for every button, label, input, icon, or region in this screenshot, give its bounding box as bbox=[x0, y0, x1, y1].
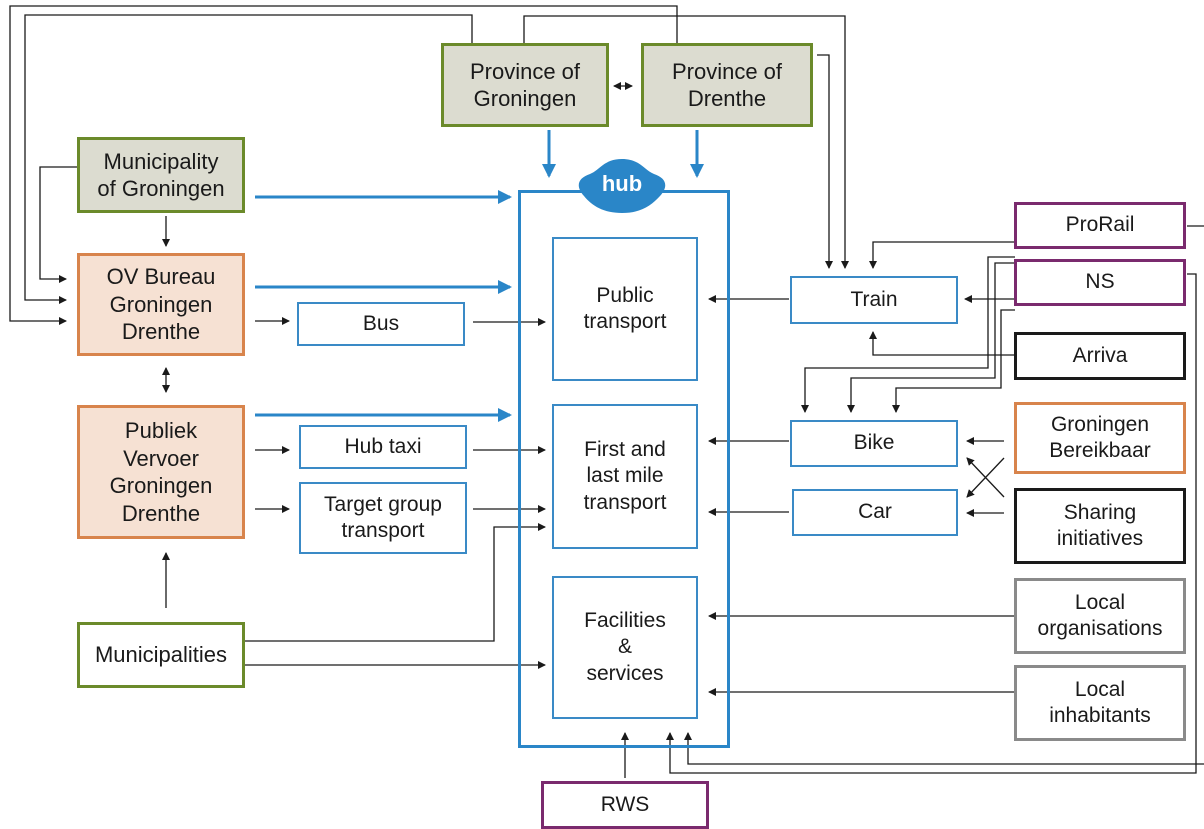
node-first-last-mile: First and last mile transport bbox=[552, 404, 698, 549]
edge-prov-drenthe-train bbox=[817, 54, 833, 269]
node-local-organisations: Local organisations bbox=[1014, 578, 1186, 654]
node-groningen-bereikbaar: Groningen Bereikbaar bbox=[1014, 402, 1186, 474]
edge-munigron-ovbureau-side bbox=[39, 166, 77, 283]
node-target-group-transport: Target group transport bbox=[299, 482, 467, 554]
node-rws: RWS bbox=[541, 781, 709, 829]
edge-si-bike bbox=[966, 457, 1005, 498]
node-bus: Bus bbox=[297, 302, 465, 346]
node-sharing-initiatives: Sharing initiatives bbox=[1014, 488, 1186, 564]
node-municipalities: Municipalities bbox=[77, 622, 245, 688]
edge-prorail-train bbox=[869, 241, 1015, 269]
node-prorail: ProRail bbox=[1014, 202, 1186, 249]
node-train: Train bbox=[790, 276, 958, 324]
node-publiek-vervoer: Publiek Vervoer Groningen Drenthe bbox=[77, 405, 245, 539]
node-arriva: Arriva bbox=[1014, 332, 1186, 380]
edge-prorail-hub bbox=[684, 732, 1204, 765]
node-car: Car bbox=[792, 489, 958, 536]
node-province-drenthe: Province of Drenthe bbox=[641, 43, 813, 127]
node-facilities-services: Facilities & services bbox=[552, 576, 698, 719]
edge-ns-bike-b bbox=[847, 262, 1015, 413]
edge-prov-groningen-loop bbox=[24, 14, 473, 304]
edge-prov-drenthe-loop bbox=[9, 5, 678, 325]
hub-frame bbox=[518, 190, 730, 748]
node-ns: NS bbox=[1014, 259, 1186, 306]
node-bike: Bike bbox=[790, 420, 958, 467]
hub-logo-label: hub bbox=[601, 171, 643, 196]
edge-ns-bike-a bbox=[801, 256, 1015, 413]
edge-arriva-train bbox=[869, 331, 1015, 356]
edge-prov-groningen-train bbox=[523, 15, 849, 269]
node-local-inhabitants: Local inhabitants bbox=[1014, 665, 1186, 741]
node-municipality-groningen: Municipality of Groningen bbox=[77, 137, 245, 213]
node-public-transport: Public transport bbox=[552, 237, 698, 381]
node-province-groningen: Province of Groningen bbox=[441, 43, 609, 127]
node-hub-taxi: Hub taxi bbox=[299, 425, 467, 469]
hub-logo-icon bbox=[578, 159, 666, 213]
edge-ns-hub bbox=[666, 273, 1197, 774]
edge-arriva-bike bbox=[892, 309, 1015, 413]
node-ov-bureau: OV Bureau Groningen Drenthe bbox=[77, 253, 245, 356]
